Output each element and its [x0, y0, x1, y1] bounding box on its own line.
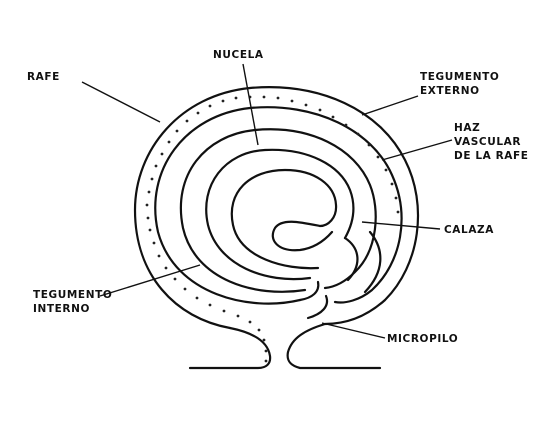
- label-tegumento-interno-line2: INTERNO: [33, 303, 90, 315]
- label-tegumento-externo-line1: TEGUMENTO: [420, 71, 499, 83]
- micropyle-strand-2: [308, 296, 327, 318]
- label-rafe: RAFE: [27, 71, 60, 83]
- nucellus-line: [232, 170, 336, 268]
- leader-nucela: [243, 64, 258, 145]
- chalaza-lobe-1: [345, 238, 357, 280]
- label-tegumento-externo-line2: EXTERNO: [420, 85, 480, 97]
- label-calaza: CALAZA: [444, 224, 494, 236]
- leader-rafe: [82, 82, 160, 122]
- inner-integument-outer-line: [181, 129, 376, 291]
- funiculus-line: [190, 328, 270, 368]
- leader-haz: [382, 140, 452, 160]
- leader-tegumento-externo: [362, 96, 418, 115]
- leader-micropilo: [322, 323, 385, 338]
- outer-integument-inner-line: [155, 107, 401, 303]
- label-tegumento-interno-line1: TEGUMENTO: [33, 289, 112, 301]
- label-haz-line3: DE LA RAFE: [454, 150, 529, 162]
- label-micropilo: MICROPILO: [387, 333, 458, 345]
- label-nucela: NUCELA: [213, 49, 264, 61]
- label-haz-line2: VASCULAR: [454, 136, 521, 148]
- leader-tegumento-interno: [100, 265, 200, 296]
- label-haz-line1: HAZ: [454, 122, 480, 134]
